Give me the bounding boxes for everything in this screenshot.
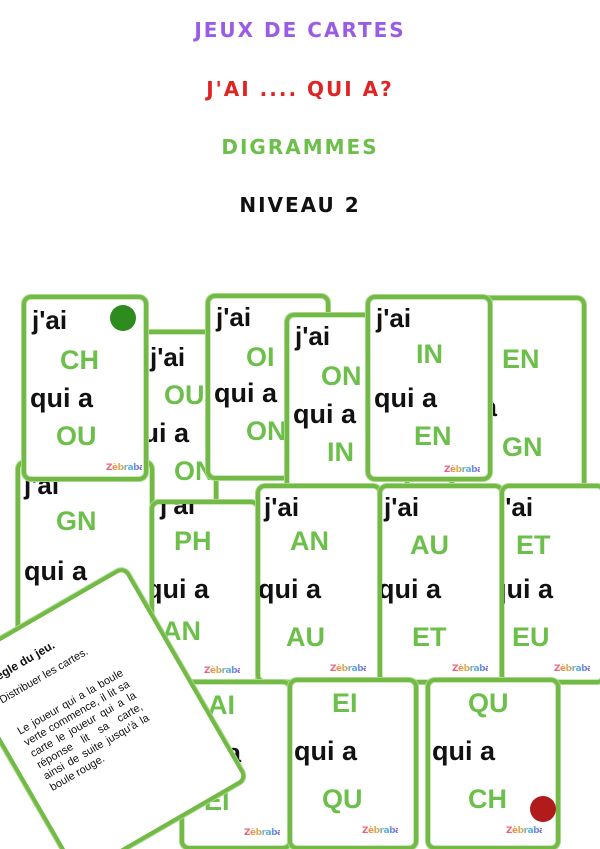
title-digrammes: DIGRAMMES xyxy=(221,135,379,159)
card-digram: AI xyxy=(208,690,235,720)
brand-logo: Zèbraba xyxy=(506,826,545,836)
game-card[interactable]: j'ai AN qui a AU Zèbraba xyxy=(256,484,382,684)
card-jai-label: j'ai xyxy=(500,492,534,522)
card-jai-label: j'ai xyxy=(150,342,186,372)
card-qui-a-label: qui a xyxy=(504,574,554,604)
card-answer: GN xyxy=(502,432,543,462)
title-niveau: NIVEAU 2 xyxy=(239,193,361,217)
card-qui-a-label: qui a xyxy=(374,383,438,413)
card-answer: QU xyxy=(322,784,363,814)
game-card[interactable]: j'ai IN qui a EN Zèbraba xyxy=(366,295,492,481)
brand-logo: Zèbraba xyxy=(444,465,483,475)
card-qui-a-label: qui a xyxy=(24,556,88,586)
card-digram: CH xyxy=(60,345,99,375)
card-jai-label: j'ai xyxy=(295,321,331,351)
card-answer: ET xyxy=(412,622,447,652)
game-card[interactable]: EI qui a QU Zèbraba xyxy=(288,678,418,849)
card-digram: AN xyxy=(290,526,329,556)
brand-logo: Zèbraba xyxy=(330,664,369,674)
card-answer: ON xyxy=(246,416,287,446)
card-jai-label: j'ai xyxy=(32,305,68,335)
brand-logo: Zèbraba xyxy=(362,826,401,836)
card-jai-label: j'ai xyxy=(384,492,420,522)
card-digram: IN xyxy=(416,339,443,369)
game-card[interactable]: j'ai ET qui a EU Zèbraba xyxy=(500,484,600,684)
card-digram: EI xyxy=(332,688,358,718)
card-digram: OI xyxy=(246,342,275,372)
card-digram: ET xyxy=(516,530,551,560)
title-jai-qui-a: J'AI .... QUI A? xyxy=(206,77,394,101)
card-qui-a-label: qui a xyxy=(293,399,357,429)
card-jai-label: j'ai xyxy=(376,303,412,333)
game-card[interactable]: QU qui a CH Zèbraba xyxy=(426,678,560,849)
card-jai-label: j'ai xyxy=(216,302,252,332)
card-digram: EN xyxy=(502,344,540,374)
card-digram: ON xyxy=(321,361,362,391)
card-answer: CH xyxy=(468,784,507,814)
game-card[interactable]: j'ai CH qui a OU Zèbraba xyxy=(22,295,148,481)
card-qui-a-label: qui a xyxy=(258,574,322,604)
card-qui-a-label: qui a xyxy=(150,574,210,604)
card-digram: GN xyxy=(56,506,97,536)
game-card[interactable]: j'ai AU qui a ET Zèbraba xyxy=(378,484,504,684)
card-jai-label: j'ai xyxy=(160,500,196,520)
green-ball-icon xyxy=(110,305,136,331)
card-answer: EN xyxy=(414,421,452,451)
card-digram: PH xyxy=(174,526,212,556)
card-qui-a-label: qui a xyxy=(378,574,442,604)
brand-logo: Zèbraba xyxy=(204,666,243,676)
card-qui-a-label: qui a xyxy=(30,383,94,413)
red-ball-icon xyxy=(530,796,556,822)
card-digram: QU xyxy=(468,688,509,718)
brand-logo: Zèbraba xyxy=(452,664,491,674)
card-qui-a-label: qui a xyxy=(432,736,496,766)
card-jai-label: j'ai xyxy=(264,492,300,522)
brand-logo: Zèbraba xyxy=(106,463,145,473)
card-qui-a-label: qui a xyxy=(214,378,278,408)
card-answer: EU xyxy=(512,622,550,652)
card-answer: OU xyxy=(56,421,97,451)
card-digram: OU xyxy=(164,380,205,410)
card-qui-a-label: qui a xyxy=(294,736,358,766)
card-answer: AU xyxy=(286,622,325,652)
brand-logo: Zèbraba xyxy=(244,828,283,838)
brand-logo: Zèbraba xyxy=(554,664,593,674)
card-answer: IN xyxy=(327,437,354,467)
title-jeux-de-cartes: JEUX DE CARTES xyxy=(194,18,406,42)
card-digram: AU xyxy=(410,530,449,560)
